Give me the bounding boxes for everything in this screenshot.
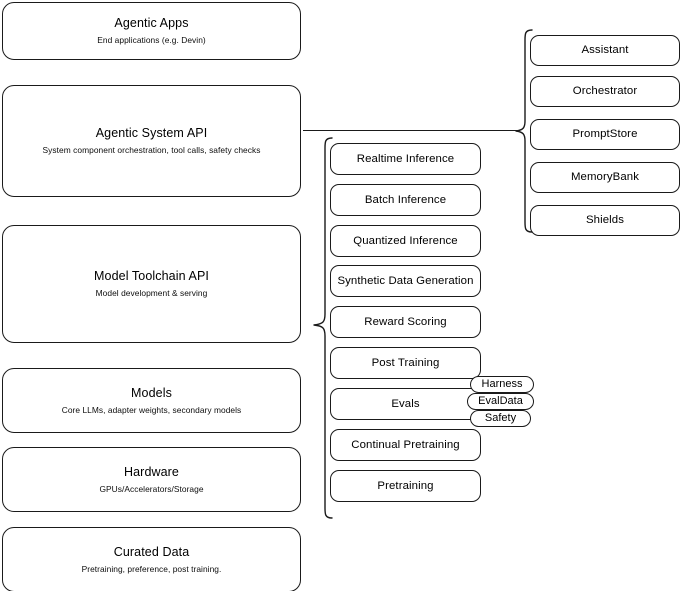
- layer-title: Agentic Apps: [114, 16, 189, 30]
- capability-box-pretraining[interactable]: Pretraining: [330, 470, 481, 502]
- layer-subtitle: Pretraining, preference, post training.: [81, 563, 222, 574]
- capability-box-quantized-inference[interactable]: Quantized Inference: [330, 225, 481, 257]
- eval-chip-evaldata[interactable]: EvalData: [467, 393, 534, 410]
- component-box-promptstore[interactable]: PromptStore: [530, 119, 680, 150]
- component-label: Assistant: [581, 44, 629, 56]
- eval-chip-label: EvalData: [478, 395, 523, 407]
- capability-box-batch-inference[interactable]: Batch Inference: [330, 184, 481, 216]
- layer-title: Model Toolchain API: [94, 269, 209, 283]
- brace-model-toolchain-capabilities: [313, 137, 333, 519]
- capability-box-continual-pretraining[interactable]: Continual Pretraining: [330, 429, 481, 461]
- capability-label: Batch Inference: [364, 193, 447, 206]
- capability-label: Synthetic Data Generation: [337, 274, 474, 287]
- component-box-shields[interactable]: Shields: [530, 205, 680, 236]
- layer-box-models[interactable]: Models Core LLMs, adapter weights, secon…: [2, 368, 301, 433]
- eval-chip-label: Harness: [481, 378, 523, 390]
- component-box-assistant[interactable]: Assistant: [530, 35, 680, 66]
- capability-label: Reward Scoring: [364, 315, 447, 328]
- component-label: PromptStore: [572, 128, 638, 140]
- layer-title: Models: [131, 385, 172, 400]
- capability-label: Continual Pretraining: [351, 438, 460, 451]
- brace-agentic-system-components: [515, 29, 533, 233]
- layer-subtitle: GPUs/Accelerators/Storage: [99, 483, 204, 494]
- capability-box-reward-scoring[interactable]: Reward Scoring: [330, 306, 481, 338]
- layer-title: Curated Data: [113, 544, 190, 559]
- layer-box-agentic-system-api[interactable]: Agentic System API System component orch…: [2, 85, 301, 197]
- component-box-orchestrator[interactable]: Orchestrator: [530, 76, 680, 107]
- component-label: Orchestrator: [572, 85, 638, 97]
- capability-label: Quantized Inference: [353, 234, 458, 247]
- capability-label: Realtime Inference: [356, 152, 455, 165]
- capability-box-synthetic-data-generation[interactable]: Synthetic Data Generation: [330, 265, 481, 297]
- capability-box-post-training[interactable]: Post Training: [330, 347, 481, 379]
- connector-agentic-system-api-to-components: [303, 130, 520, 132]
- capability-label: Pretraining: [377, 479, 434, 492]
- component-label: MemoryBank: [570, 171, 640, 183]
- layer-subtitle: System component orchestration, tool cal…: [42, 145, 261, 155]
- layer-box-agentic-apps[interactable]: Agentic Apps End applications (e.g. Devi…: [2, 2, 301, 60]
- layer-subtitle: Core LLMs, adapter weights, secondary mo…: [61, 404, 242, 415]
- layer-box-hardware[interactable]: Hardware GPUs/Accelerators/Storage: [2, 447, 301, 512]
- eval-chip-safety[interactable]: Safety: [470, 410, 531, 427]
- capability-box-realtime-inference[interactable]: Realtime Inference: [330, 143, 481, 175]
- component-box-memorybank[interactable]: MemoryBank: [530, 162, 680, 193]
- capability-label: Evals: [391, 397, 420, 410]
- capability-box-evals[interactable]: Evals: [330, 388, 481, 420]
- layer-box-curated-data[interactable]: Curated Data Pretraining, preference, po…: [2, 527, 301, 591]
- capability-label: Post Training: [371, 356, 440, 369]
- layer-subtitle: Model development & serving: [95, 288, 208, 298]
- layer-box-model-toolchain-api[interactable]: Model Toolchain API Model development & …: [2, 225, 301, 343]
- eval-chip-harness[interactable]: Harness: [470, 376, 534, 393]
- layer-title: Agentic System API: [95, 126, 208, 140]
- layer-title: Hardware: [124, 464, 179, 479]
- layer-subtitle: End applications (e.g. Devin): [97, 35, 206, 45]
- eval-chip-label: Safety: [484, 412, 517, 424]
- component-label: Shields: [585, 214, 625, 226]
